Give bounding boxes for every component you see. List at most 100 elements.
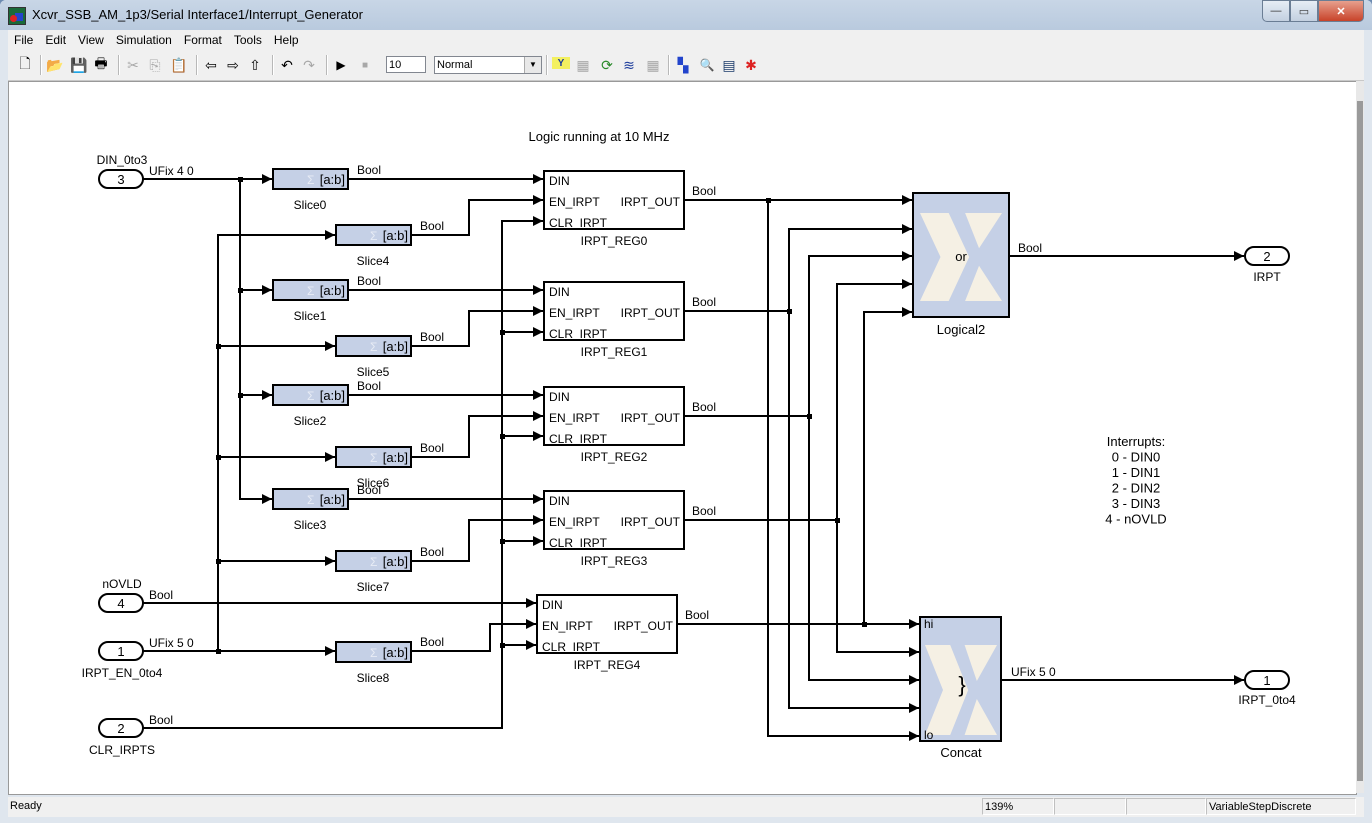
signal-line[interactable] (412, 515, 543, 562)
up-arrow-icon[interactable]: ⇧ (249, 56, 261, 73)
stop-time-input[interactable]: 10 (386, 56, 426, 73)
register-body[interactable] (543, 386, 685, 446)
close-button[interactable]: ✕ (1318, 0, 1364, 22)
signal-line[interactable] (836, 520, 919, 657)
redo-icon[interactable]: ↷ (303, 56, 315, 73)
signal-line[interactable] (239, 179, 272, 504)
new-model-icon[interactable]: 🗋 (19, 55, 31, 71)
concat-block[interactable] (919, 616, 1002, 742)
slice-block[interactable]: Σ[a:b] (272, 488, 349, 510)
model-browser-icon[interactable]: ▚ (677, 56, 689, 73)
refresh-icon[interactable]: ⟳ (601, 56, 613, 73)
inport-block[interactable]: 4 (98, 593, 144, 613)
signal-line[interactable] (412, 306, 543, 347)
slice-body[interactable] (272, 279, 349, 301)
save-icon[interactable]: 💾 (70, 56, 88, 73)
back-arrow-icon[interactable]: ⇦ (205, 56, 217, 73)
menu-file[interactable]: File (14, 33, 34, 47)
menu-edit[interactable]: Edit (45, 33, 67, 47)
slice-label: [a:b] (383, 339, 408, 354)
register-block[interactable] (536, 594, 678, 654)
signal-line[interactable] (217, 230, 335, 651)
outport-block[interactable]: 1 (1244, 670, 1290, 690)
maximize-button[interactable]: ▭ (1290, 0, 1318, 22)
outport-shape[interactable] (1244, 670, 1290, 690)
print-icon[interactable]: 🖶 (94, 55, 108, 71)
logical-block[interactable] (912, 192, 1010, 318)
properties-icon[interactable]: ▤ (722, 56, 736, 73)
signal-line[interactable] (863, 307, 912, 624)
paste-icon[interactable]: 📋 (170, 56, 188, 73)
inport-shape[interactable] (98, 718, 144, 738)
signal-line[interactable] (788, 311, 919, 713)
slice-block[interactable]: Σ[a:b] (272, 384, 349, 406)
register-body[interactable] (536, 594, 678, 654)
register-body[interactable] (543, 170, 685, 230)
outport-shape[interactable] (1244, 246, 1290, 266)
register-block[interactable] (543, 170, 685, 230)
menu-tools[interactable]: Tools (233, 33, 262, 47)
scrollbar-thumb[interactable] (1357, 101, 1363, 781)
outport-block[interactable]: 2 (1244, 246, 1290, 266)
register-body[interactable] (543, 490, 685, 550)
slice-block[interactable]: Σ[a:b] (335, 335, 412, 357)
register-block[interactable] (543, 386, 685, 446)
library-icon[interactable]: ▦ (576, 56, 590, 73)
port-din-label: DIN (549, 174, 570, 188)
slice-body[interactable] (335, 446, 412, 468)
signal-line[interactable] (788, 224, 912, 311)
inport-block[interactable]: 1 (98, 641, 144, 661)
port-out-label: IRPT_OUT (621, 515, 681, 529)
slice-block[interactable]: Σ[a:b] (335, 550, 412, 572)
register-block[interactable] (543, 490, 685, 550)
slice-block[interactable]: Σ[a:b] (272, 279, 349, 301)
slice-block[interactable]: Σ[a:b] (335, 224, 412, 246)
slice-block[interactable]: Σ[a:b] (272, 168, 349, 190)
model-explorer-icon[interactable]: 🔍 (699, 58, 715, 72)
inport-shape[interactable] (98, 641, 144, 661)
signal-line[interactable] (836, 279, 912, 520)
menu-format[interactable]: Format (183, 33, 222, 47)
signal-line[interactable] (143, 216, 543, 729)
slice-body[interactable] (335, 641, 412, 663)
signal-line[interactable] (808, 251, 912, 416)
inport-shape[interactable] (98, 593, 144, 613)
signal-line[interactable] (412, 619, 536, 652)
slice-body[interactable] (335, 335, 412, 357)
stop-simulation-icon[interactable]: ■ (361, 59, 369, 71)
start-simulation-icon[interactable]: ▶ (336, 58, 346, 72)
inport-block[interactable]: 3 (98, 169, 144, 189)
library-disabled-icon[interactable]: ▦ (646, 56, 660, 73)
slice-body[interactable] (335, 550, 412, 572)
menu-help[interactable]: Help (273, 33, 299, 47)
inport-block[interactable]: 2 (98, 718, 144, 738)
slice-block[interactable]: Σ[a:b] (335, 446, 412, 468)
open-folder-icon[interactable]: 📂 (46, 56, 64, 73)
vertical-scrollbar[interactable] (1356, 81, 1364, 793)
forward-arrow-icon[interactable]: ⇨ (227, 56, 239, 73)
simulation-mode-select[interactable]: Normal ▼ (434, 56, 542, 74)
undo-icon[interactable]: ↶ (281, 56, 293, 73)
slice-block[interactable]: Σ[a:b] (335, 641, 412, 663)
slice-body[interactable] (272, 488, 349, 510)
menu-simulation[interactable]: Simulation (115, 33, 172, 47)
slice-body[interactable] (272, 168, 349, 190)
register-body[interactable] (543, 281, 685, 341)
cut-icon[interactable]: ✂ (127, 56, 139, 73)
system-generator-icon[interactable]: Y (552, 57, 570, 69)
chevron-down-icon[interactable]: ▼ (524, 57, 541, 73)
minimize-button[interactable]: — (1262, 0, 1290, 22)
slice-body[interactable] (335, 224, 412, 246)
signal-line[interactable] (412, 195, 543, 236)
signal-line[interactable] (808, 416, 919, 685)
menu-view[interactable]: View (78, 33, 104, 47)
copy-icon[interactable]: ⎘ (149, 56, 161, 73)
debug-icon[interactable]: ✱ (745, 56, 757, 73)
stack-icon[interactable]: ≋ (623, 56, 635, 73)
slice-body[interactable] (272, 384, 349, 406)
signal-line[interactable] (767, 200, 919, 741)
signal-line[interactable] (412, 411, 543, 458)
inport-shape[interactable] (98, 169, 144, 189)
register-block[interactable] (543, 281, 685, 341)
